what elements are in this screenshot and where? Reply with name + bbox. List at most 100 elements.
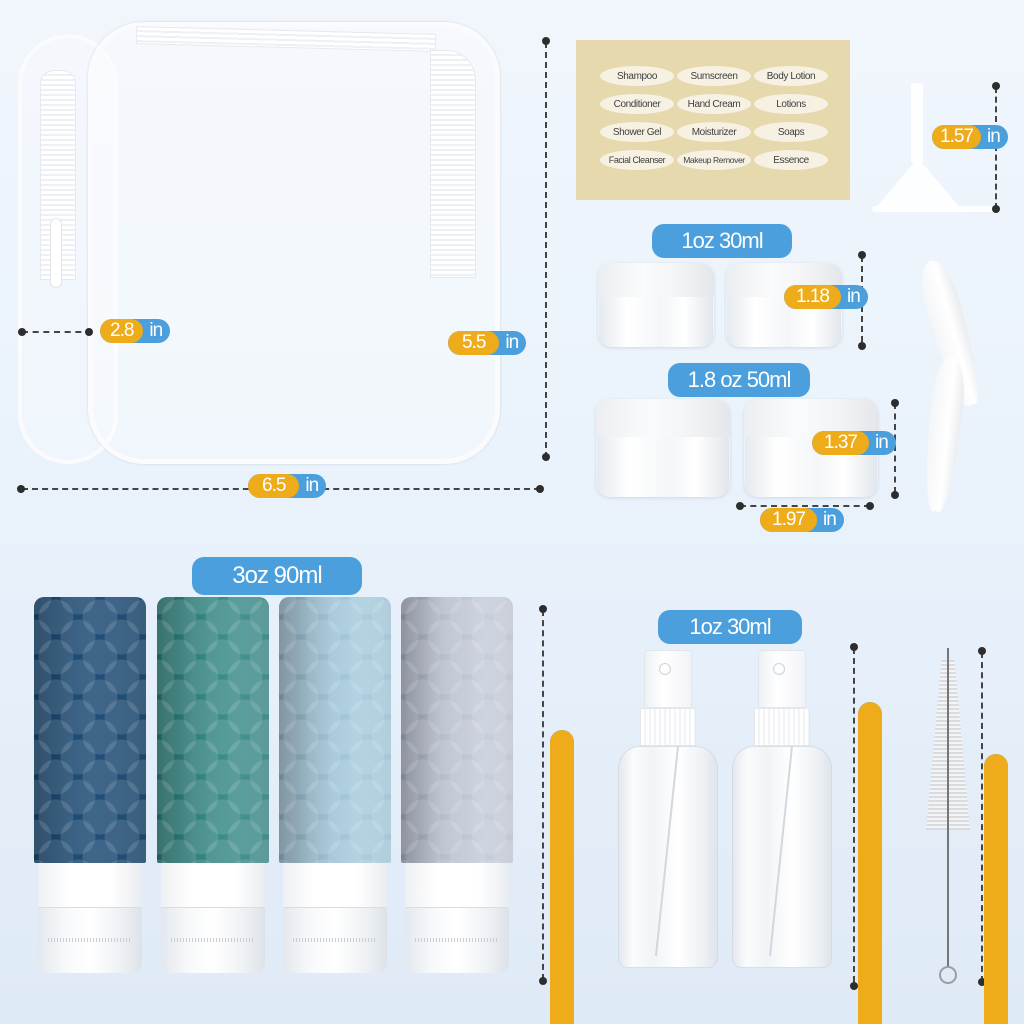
label-sticker: Essence <box>754 150 828 170</box>
bag-depth-line <box>22 331 92 333</box>
label-sticker: Hand Cream <box>677 94 751 114</box>
jar-lid <box>744 399 878 437</box>
label-sticker: Soaps <box>754 122 828 142</box>
measure-value: 5.31 <box>984 754 1008 1024</box>
measure-value: 3.94 <box>858 702 882 1024</box>
cosmetic-spatula <box>919 354 969 514</box>
funnel-cone <box>874 158 962 210</box>
zipper-right <box>430 50 476 278</box>
silicone-sleeve <box>401 597 513 863</box>
spray-bottle-height-badge: 3.94 in <box>858 702 882 1024</box>
flip-cap <box>283 907 387 973</box>
spray-bottle-body <box>732 746 832 968</box>
jar-body <box>599 297 713 347</box>
large-jar-capacity-label: 1.8 oz 50ml <box>668 363 810 397</box>
label-sticker: Shower Gel <box>600 122 674 142</box>
dimension-endpoint <box>539 977 547 985</box>
funnel-stem <box>911 83 923 163</box>
dimension-endpoint <box>978 647 986 655</box>
bottle-neck <box>38 863 142 907</box>
measure-value: 6.5 <box>248 474 300 498</box>
label-sticker-sheet: Shampoo Sumscreen Body Lotion Conditione… <box>576 40 850 200</box>
spray-bottle-body <box>618 746 718 968</box>
label-sticker: Sumscreen <box>677 66 751 86</box>
dimension-endpoint <box>992 82 1000 90</box>
dimension-endpoint <box>18 328 26 336</box>
jar-body <box>597 437 729 497</box>
dimension-endpoint <box>536 485 544 493</box>
brush-height-badge: 5.31 in <box>984 754 1008 1024</box>
bottle-neck <box>283 863 387 907</box>
dimension-endpoint <box>858 342 866 350</box>
spray-collar <box>754 708 810 746</box>
measure-value: 5.11 <box>550 730 574 1024</box>
large-jar-width-line <box>740 505 870 507</box>
bottle-neck <box>161 863 265 907</box>
dimension-endpoint <box>736 502 744 510</box>
measure-unit: in <box>846 286 861 307</box>
dimension-endpoint <box>850 982 858 990</box>
spray-nozzle <box>758 650 806 708</box>
large-jar-height-line <box>894 403 896 493</box>
silicone-bottle-height-line <box>542 610 544 980</box>
bag-width-badge: 6.5 in <box>248 474 327 498</box>
small-jar-height-badge: 1.18 in <box>784 285 868 309</box>
label-sticker: Shampoo <box>600 66 674 86</box>
label-sticker: Body Lotion <box>754 66 828 86</box>
large-jar-height-badge: 1.37 in <box>812 431 896 455</box>
measure-unit: in <box>822 509 837 530</box>
jar-lid <box>596 399 730 437</box>
dimension-endpoint <box>891 399 899 407</box>
measure-unit: in <box>986 126 1001 147</box>
large-jar-width-badge: 1.97 in <box>760 508 844 532</box>
label-sticker: Makeup Remover <box>677 150 751 170</box>
label-grid: Shampoo Sumscreen Body Lotion Conditione… <box>600 66 828 170</box>
bottle-neck <box>405 863 509 907</box>
dimension-endpoint <box>542 453 550 461</box>
dimension-endpoint <box>850 643 858 651</box>
spray-bottle-height-line <box>853 648 855 982</box>
flip-cap <box>405 907 509 973</box>
silicone-sleeve <box>157 597 269 863</box>
flip-cap <box>161 907 265 973</box>
dimension-endpoint <box>17 485 25 493</box>
dimension-endpoint <box>858 251 866 259</box>
measure-value: 1.37 <box>812 431 869 455</box>
dimension-endpoint <box>891 491 899 499</box>
label-sticker: Moisturizer <box>677 122 751 142</box>
silicone-sleeve <box>279 597 391 863</box>
dimension-endpoint <box>992 205 1000 213</box>
dimension-endpoint <box>85 328 93 336</box>
measure-value: 2.8 <box>100 319 144 343</box>
measure-unit: in <box>305 475 319 496</box>
funnel-rim <box>872 206 994 212</box>
measure-value: 1.57 <box>932 125 981 149</box>
measure-value: 1.97 <box>760 508 817 532</box>
large-jar <box>596 399 730 497</box>
bag-depth-badge: 2.8 in <box>100 319 171 343</box>
measure-unit: in <box>505 332 519 353</box>
measure-value: 1.18 <box>784 285 841 309</box>
spray-nozzle <box>644 650 692 708</box>
silicone-bottle-height-badge: 5.11 in <box>550 730 574 1024</box>
jar-lid <box>598 263 714 297</box>
flip-cap <box>38 907 142 973</box>
label-sticker: Conditioner <box>600 94 674 114</box>
silicone-bottle-capacity-label: 3oz 90ml <box>192 557 362 595</box>
dimension-endpoint <box>539 605 547 613</box>
dimension-endpoint <box>978 978 986 986</box>
small-jar <box>598 263 714 347</box>
measure-unit: in <box>874 432 889 453</box>
brush-loop <box>939 966 957 984</box>
bag-height-line <box>545 42 547 458</box>
zipper-pull-icon <box>50 218 62 288</box>
brush-height-line <box>981 652 983 982</box>
bag-height-badge: 5.5 in <box>448 331 527 355</box>
spray-collar <box>640 708 696 746</box>
label-sticker: Lotions <box>754 94 828 114</box>
dimension-endpoint <box>542 37 550 45</box>
measure-unit: in <box>149 320 163 341</box>
silicone-sleeve <box>34 597 146 863</box>
dimension-endpoint <box>866 502 874 510</box>
brush-handle-wire <box>947 648 949 968</box>
